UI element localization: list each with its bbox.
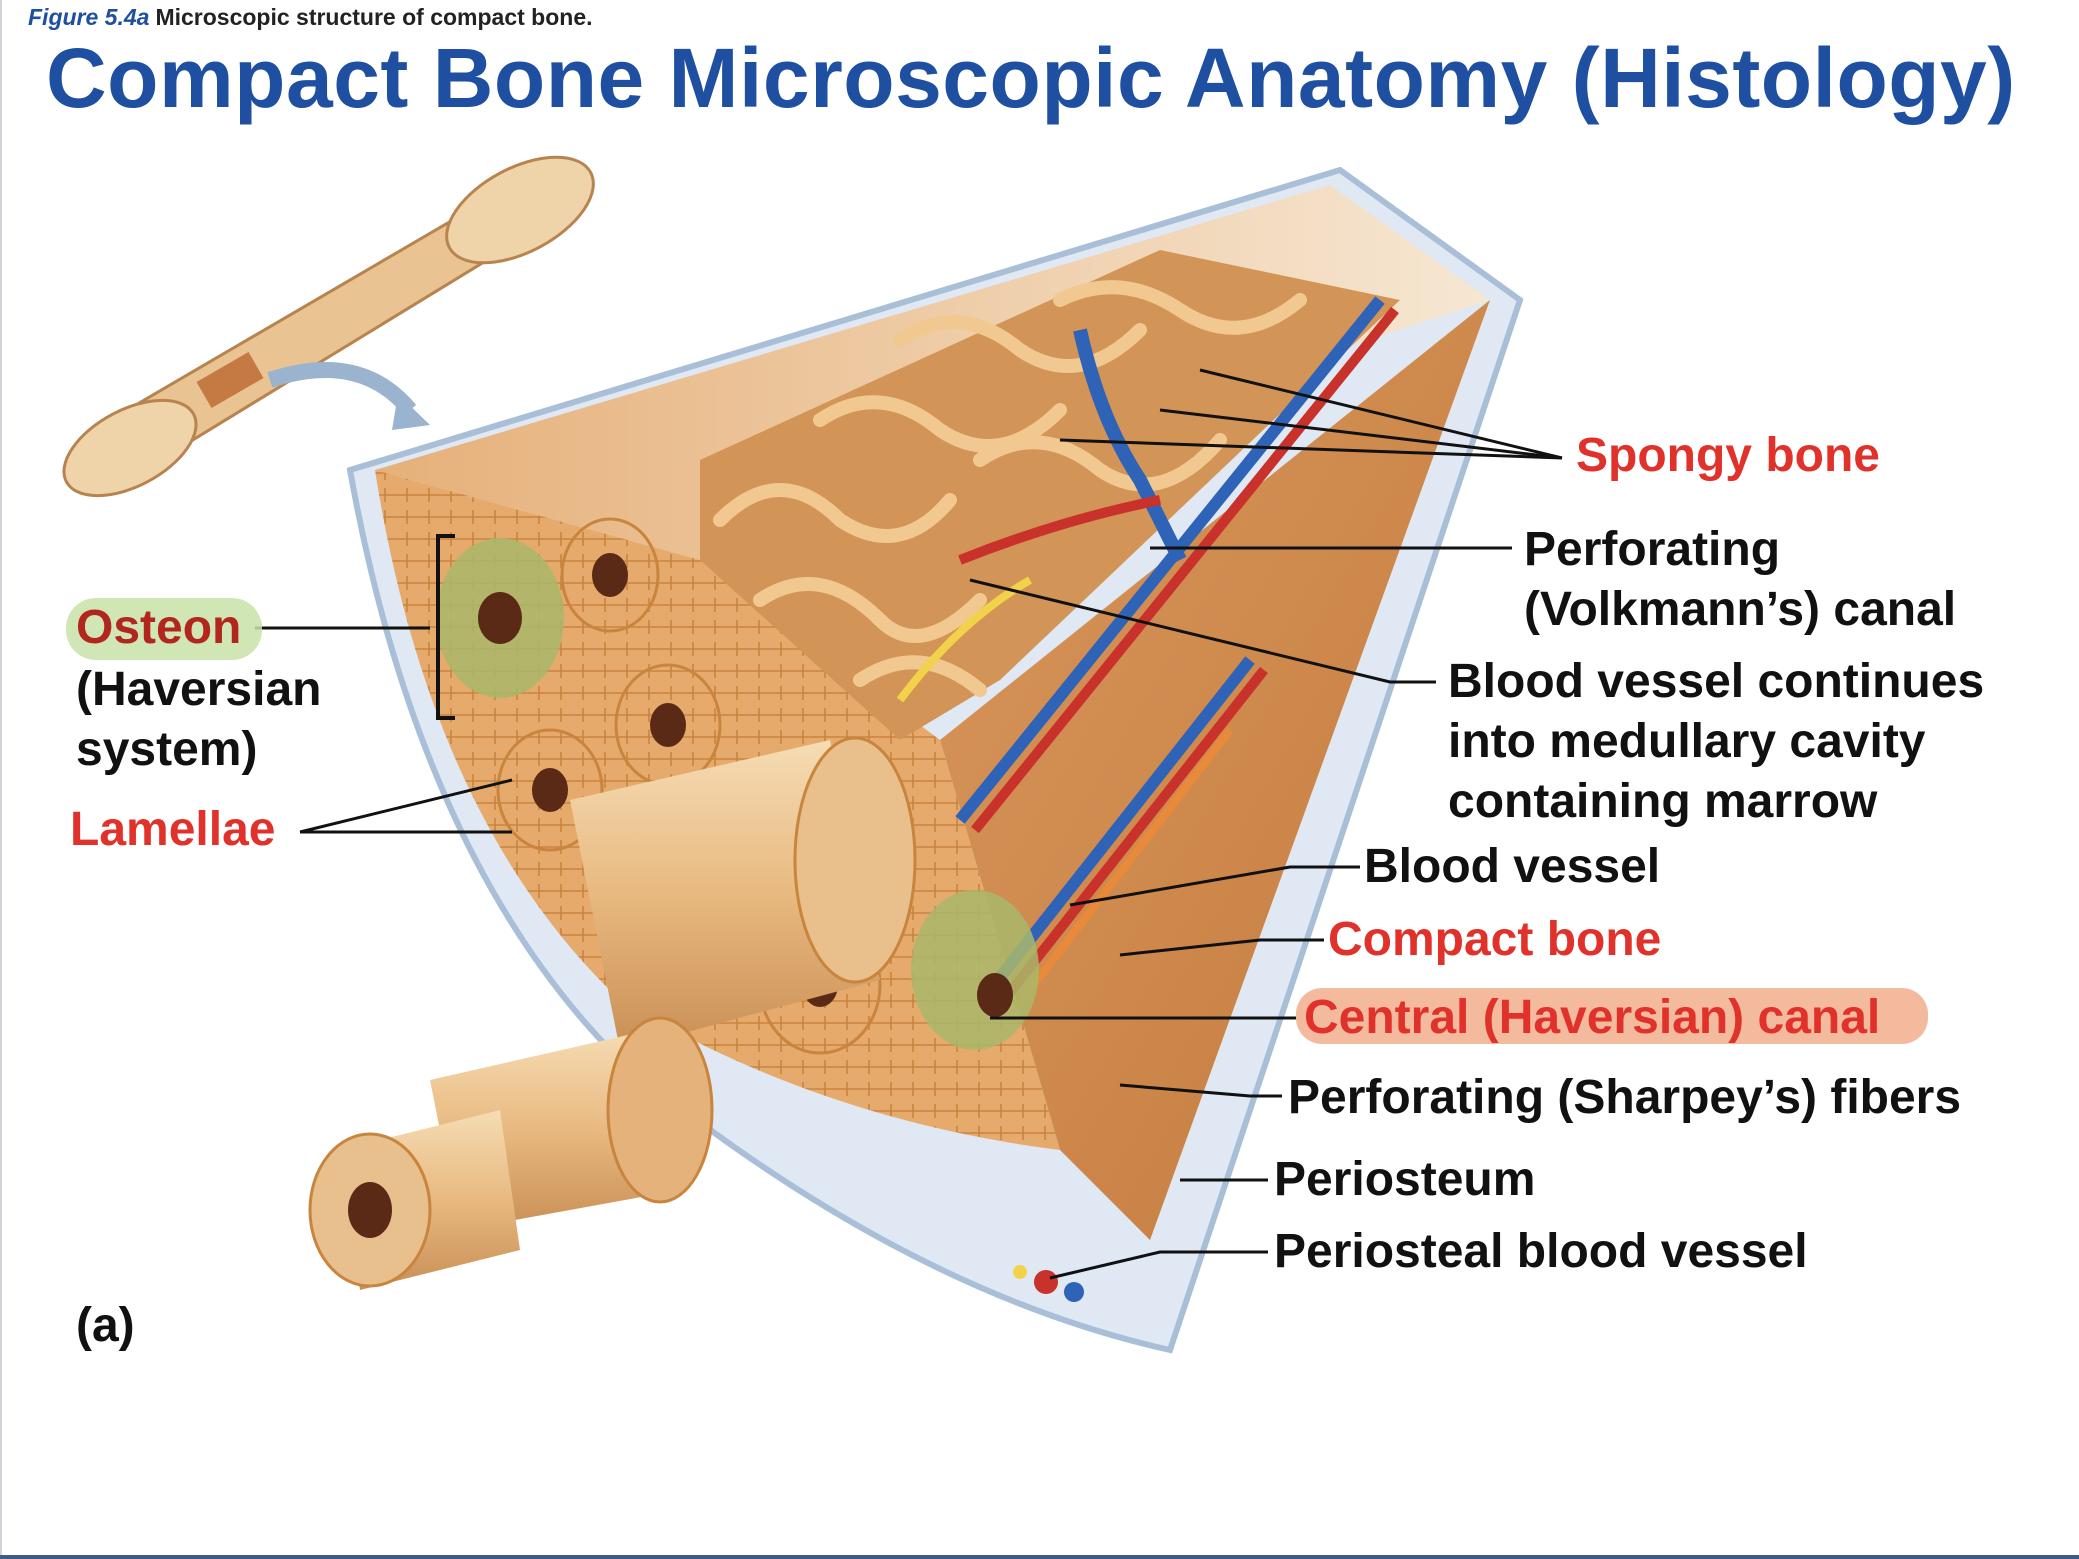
slide-frame-bottom bbox=[0, 1555, 2079, 1559]
page-title: Compact Bone Microscopic Anatomy (Histol… bbox=[46, 31, 2016, 125]
label-periosteum: Periosteum bbox=[1274, 1153, 1536, 1206]
panel-label: (a) bbox=[76, 1299, 135, 1352]
label-osteon-sub-line2: system) bbox=[76, 723, 258, 776]
label-blood-vessel-continues-line3: containing marrow bbox=[1448, 775, 1878, 828]
label-lamellae: Lamellae bbox=[70, 803, 276, 856]
figure-caption-text: Microscopic structure of compact bone. bbox=[155, 4, 593, 30]
label-spongy-bone: Spongy bone bbox=[1576, 429, 1880, 482]
compact-bone-section bbox=[308, 166, 1524, 1354]
label-sharpey-fibers: Perforating (Sharpey’s) fibers bbox=[1288, 1071, 1962, 1124]
figure-number: Figure 5.4a bbox=[28, 4, 150, 30]
label-blood-vessel: Blood vessel bbox=[1364, 840, 1661, 893]
label-compact-bone: Compact bone bbox=[1328, 913, 1662, 966]
long-bone-icon bbox=[62, 155, 595, 498]
label-osteon: Osteon bbox=[76, 601, 242, 654]
osteon-cross-sections bbox=[436, 517, 1039, 1055]
lamellae-tubes bbox=[308, 736, 917, 1290]
label-blood-vessel-continues-line2: into medullary cavity bbox=[1448, 715, 1926, 768]
slide-frame-left bbox=[0, 0, 2, 1559]
label-central-canal: Central (Haversian) canal bbox=[1304, 991, 1881, 1044]
label-perforating-canal-line1: Perforating bbox=[1524, 523, 1781, 576]
label-perforating-canal-line2: (Volkmann’s) canal bbox=[1524, 583, 1957, 636]
central-canal-highlight bbox=[1296, 988, 1928, 1044]
label-osteon-sub-line1: (Haversian bbox=[76, 663, 322, 716]
label-blood-vessel-continues-line1: Blood vessel continues bbox=[1448, 655, 1985, 708]
osteon-highlight bbox=[66, 598, 262, 660]
label-periosteal-blood-vessel: Periosteal blood vessel bbox=[1274, 1225, 1808, 1278]
leader-lines bbox=[255, 368, 1563, 1280]
